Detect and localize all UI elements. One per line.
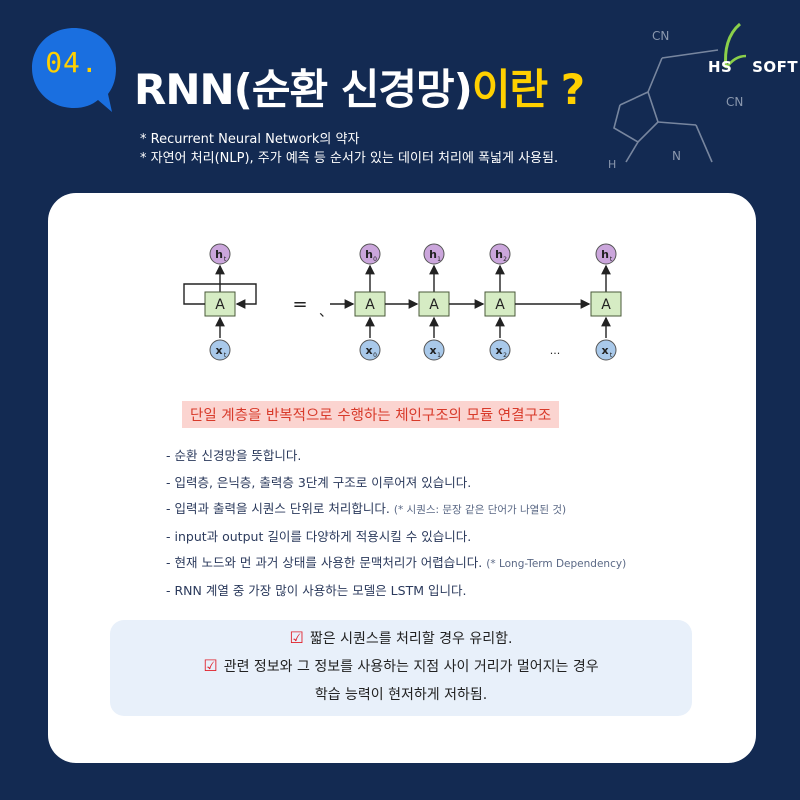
page-title: RNN(순환 신경망)이란 ? <box>134 56 585 117</box>
hidden-state-subscript: 2 <box>503 256 507 263</box>
subnote-abbreviation: * Recurrent Neural Network의 약자 <box>140 132 360 147</box>
subnotes: * Recurrent Neural Network의 약자 * 자연어 처리(… <box>140 130 558 168</box>
input-label: x <box>429 344 436 357</box>
input-node <box>423 339 445 361</box>
input-subscript: t <box>224 352 227 359</box>
input-label: x <box>215 344 222 357</box>
rnn-cell-label: A <box>601 297 611 313</box>
input-subscript: t <box>610 352 613 359</box>
input-label: x <box>365 344 372 357</box>
hidden-state-subscript: 1 <box>437 256 441 263</box>
chem-label-1: CN <box>652 29 669 43</box>
input-subscript: 0 <box>373 352 377 359</box>
chem-label-4: H <box>608 158 616 171</box>
summary-line-1: ☑짧은 시퀀스를 처리할 경우 유리함. <box>289 628 513 647</box>
list-item: - 입력층, 은닉층, 출력층 3단계 구조로 이루어져 있습니다. <box>166 474 472 490</box>
checkbox-checked-icon: ☑ <box>203 656 218 675</box>
hs-soft-logo: CN CN N H <box>608 22 747 171</box>
list-item: - 순환 신경망을 뜻합니다. <box>166 448 302 463</box>
hidden-state-label: h <box>215 248 223 261</box>
rnn-cell <box>354 291 386 317</box>
input-label: x <box>495 344 502 357</box>
rnn-cell-label: A <box>429 297 439 313</box>
input-node <box>209 339 231 361</box>
list-note: (* Long-Term Dependency) <box>486 558 627 570</box>
equals-sign: = <box>292 294 307 315</box>
list-item: - 현재 노드와 먼 과거 상태를 사용한 문맥처리가 어렵습니다. (* Lo… <box>166 555 627 570</box>
rnn-cell-label: A <box>495 297 505 313</box>
hidden-state-node <box>359 243 381 265</box>
rnn-cell-label: A <box>215 297 225 313</box>
list-note: (* 시퀀스: 문장 같은 단어가 나열된 것) <box>393 504 567 516</box>
subnote-usage: * 자연어 처리(NLP), 주가 예측 등 순서가 있는 데이터 처리에 폭넓… <box>140 151 559 166</box>
logo-text-right: SOFT <box>752 58 799 76</box>
hidden-state-label: h <box>429 248 437 261</box>
recurrent-loop-arrow <box>183 283 257 309</box>
logo-wordmark: HS SOFT <box>708 58 798 76</box>
checkbox-checked-icon: ☑ <box>289 628 304 647</box>
ellipsis: ... <box>550 344 561 357</box>
title-suffix: 이란 ? <box>471 65 585 114</box>
section-number-badge: 04. <box>28 24 120 116</box>
hidden-state-subscript: t <box>610 256 613 263</box>
chem-label-2: CN <box>726 95 743 109</box>
input-subscript: 1 <box>437 352 441 359</box>
list-item: - 입력과 출력을 시퀀스 단위로 처리합니다. (* 시퀀스: 문장 같은 단… <box>166 501 567 516</box>
description-list: - 순환 신경망을 뜻합니다. - 입력층, 은닉층, 출력층 3단계 구조로 … <box>166 443 626 604</box>
logo-text-left: HS <box>708 58 733 76</box>
input-node <box>489 339 511 361</box>
chemical-structure-icon <box>613 49 719 163</box>
rnn-cell <box>204 291 236 317</box>
hidden-state-label: h <box>495 248 503 261</box>
hidden-state-label: h <box>601 248 609 261</box>
input-node <box>595 339 617 361</box>
summary-line-3: 학습 능력이 현저하게 저하됨. <box>314 687 488 703</box>
rnn-cell-label: A <box>365 297 375 313</box>
hidden-state-node <box>423 243 445 265</box>
input-label: x <box>601 344 608 357</box>
hidden-state-node <box>209 243 231 265</box>
hidden-state-subscript: 0 <box>373 256 377 263</box>
title-main: RNN(순환 신경망) <box>134 65 473 114</box>
hidden-state-subscript: t <box>224 256 227 263</box>
hidden-state-label: h <box>365 248 373 261</box>
summary-box: ☑짧은 시퀀스를 처리할 경우 유리함. ☑관련 정보와 그 정보를 사용하는 … <box>110 620 692 716</box>
list-item: - RNN 계열 중 가장 많이 사용하는 모델은 LSTM 입니다. <box>166 582 467 598</box>
rnn-cell <box>484 291 516 317</box>
hidden-state-node <box>489 243 511 265</box>
hidden-state-node <box>595 243 617 265</box>
comma-mark: 、 <box>319 304 333 320</box>
input-subscript: 2 <box>503 352 507 359</box>
speech-bubble-icon <box>32 28 116 112</box>
sprout-icon <box>724 22 747 69</box>
input-node <box>359 339 381 361</box>
summary-line-2: ☑관련 정보와 그 정보를 사용하는 지점 사이 거리가 멀어지는 경우 <box>203 656 599 675</box>
chem-label-3: N <box>672 149 681 163</box>
section-number: 04. <box>45 46 99 79</box>
rnn-cell <box>590 291 622 317</box>
rnn-cell <box>418 291 450 317</box>
list-item: - input과 output 길이를 다양하게 적용시킬 수 있습니다. <box>166 528 472 544</box>
diagram-caption: 단일 계층을 반복적으로 수행하는 체인구조의 모듈 연결구조 <box>182 401 560 428</box>
